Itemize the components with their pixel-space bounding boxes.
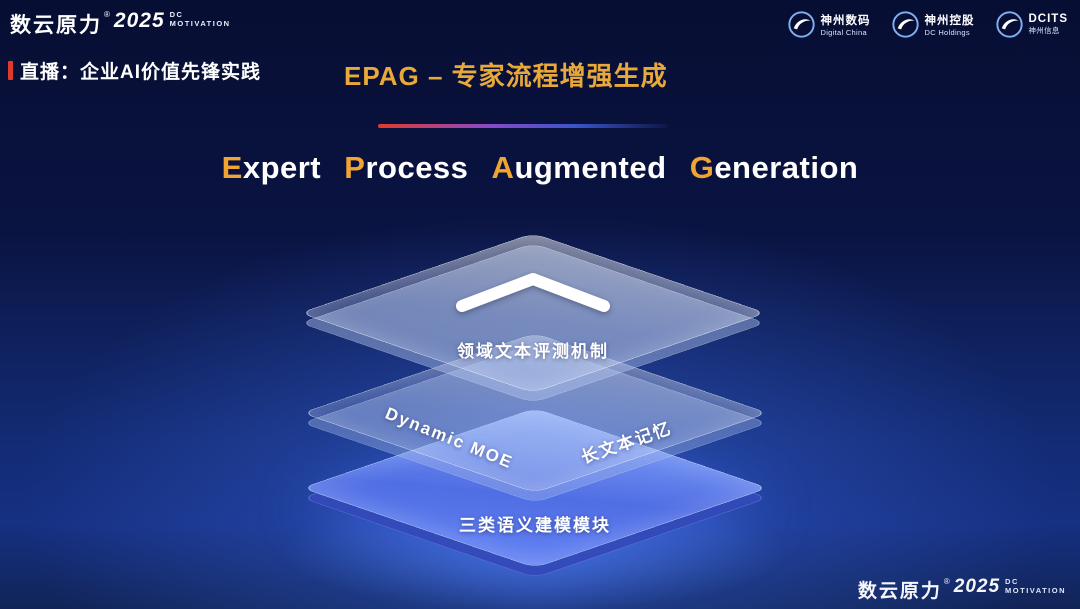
partner-name-cn: DCITS (1028, 13, 1068, 25)
partner-logos: 神州数码 Digital China 神州控股 DC Holdings DCIT… (787, 10, 1069, 39)
title-word: Process (344, 150, 468, 185)
title-word-rest: rocess (365, 150, 469, 185)
brand-name: 数云原力 (857, 581, 942, 602)
brand-motivation: MOTIVATION (1005, 585, 1066, 595)
brand-logo: 数云原力 ® 2025 DC MOTIVATION (10, 9, 231, 39)
brand-motivation: MOTIVATION (169, 18, 231, 28)
brand-registered-mark: ® (104, 10, 110, 19)
chevron-up-icon (456, 273, 610, 312)
partner-logo-dcits: DCITS 神州信息 (995, 10, 1069, 39)
brand-registered-mark: ® (943, 577, 950, 586)
live-marker-bar (8, 61, 13, 80)
partner-name-en: DC Holdings (924, 28, 970, 37)
layer-label-semantic-modeling: 三类语义建模模块 (459, 516, 611, 535)
dcits-logo-icon (995, 11, 1023, 38)
title-word-initial: E (221, 150, 243, 185)
partner-text: 神州控股 DC Holdings (925, 12, 975, 37)
brand-dc: DC (1005, 577, 1019, 586)
title-word-initial: P (344, 150, 366, 185)
page-title: EPAG – 专家流程增强生成 (344, 61, 668, 91)
title-word-rest: eneration (714, 150, 859, 185)
partner-logo-digital-china: 神州数码 Digital China (787, 10, 871, 39)
title-word: Expert (222, 150, 322, 185)
partner-name-en: Digital China (820, 28, 867, 37)
title-word-rest: xpert (242, 150, 322, 185)
gradient-divider (378, 124, 668, 128)
title-word: Generation (690, 150, 859, 185)
partner-name-en: 神州信息 (1028, 26, 1060, 35)
brand-year: 2025 (953, 576, 1001, 597)
title-word-initial: G (689, 150, 715, 185)
brand-name: 数云原力 (10, 14, 102, 37)
brand-dc: DC (169, 10, 184, 19)
digital-china-logo-icon (787, 11, 815, 38)
partner-name-cn: 神州控股 (924, 15, 975, 27)
live-banner-text: 直播：企业AI价值先锋实践 (20, 62, 262, 83)
partner-name-cn: 神州数码 (820, 15, 871, 27)
title-word-rest: ugmented (514, 150, 667, 185)
dc-holdings-logo-icon (891, 11, 919, 38)
brand-year: 2025 (113, 9, 165, 32)
english-title: Expert Process Augmented Generation (0, 150, 1080, 186)
brand-subtitle: DC MOTIVATION (170, 9, 231, 28)
title-word: Augmented (492, 150, 667, 185)
brand-subtitle: DC MOTIVATION (1005, 576, 1066, 595)
footer-brand-logo: 数云原力 ® 2025 DC MOTIVATION (858, 576, 1066, 603)
partner-text: 神州数码 Digital China (821, 12, 871, 37)
title-word-initial: A (491, 150, 515, 185)
live-banner: 直播：企业AI价值先锋实践 (8, 57, 261, 84)
partner-logo-dc-holdings: 神州控股 DC Holdings (891, 10, 975, 39)
layer-label-evaluation: 领域文本评测机制 (457, 342, 609, 361)
partner-text: DCITS 神州信息 (1029, 13, 1069, 36)
